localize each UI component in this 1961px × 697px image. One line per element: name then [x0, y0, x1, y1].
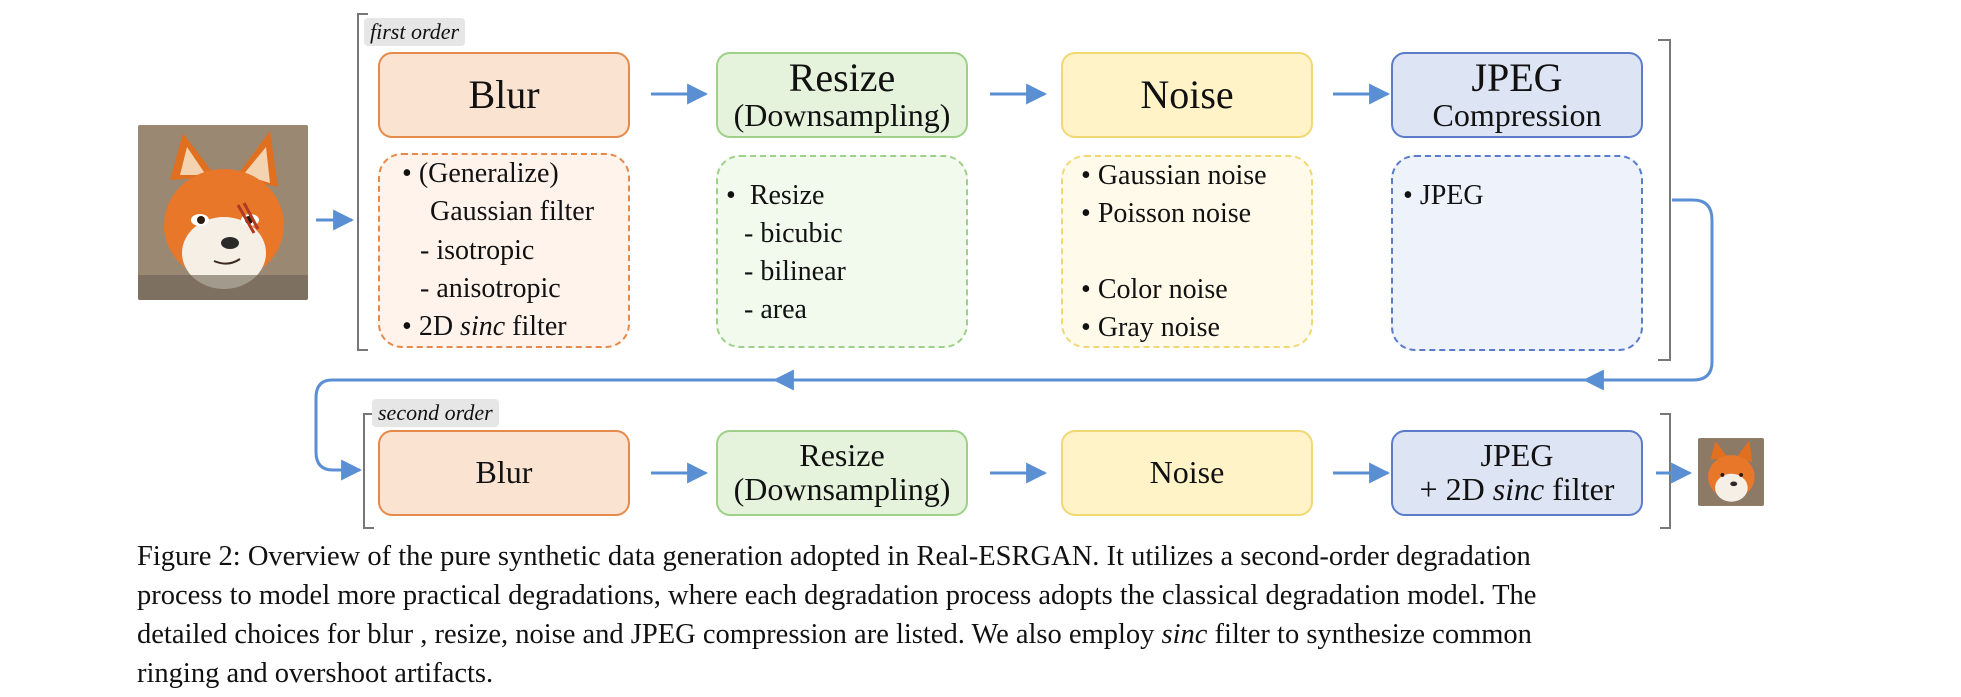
first-order-resize-block: Resize (Downsampling) — [716, 52, 968, 138]
option-line: - bilinear — [744, 256, 846, 287]
resize-options: • Resize - bicubic - bilinear - area — [716, 155, 968, 348]
option-line: • Color noise — [1081, 274, 1228, 305]
caption-line-1: Figure 2: Overview of the pure synthetic… — [137, 541, 1531, 572]
first-order-blur-block: Blur — [378, 52, 630, 138]
option-line: - bicubic — [744, 218, 843, 249]
block-title: Blur — [475, 454, 533, 491]
fox-portrait-small-icon — [1698, 438, 1764, 506]
block-subtitle: (Downsampling) — [733, 471, 951, 507]
figure-caption: Figure 2: Overview of the pure synthetic… — [137, 537, 1536, 693]
option-line: • Poisson noise — [1081, 198, 1252, 229]
caption-line-3: detailed choices for blur , resize, nois… — [137, 619, 1532, 650]
option-line: • Gray noise — [1081, 312, 1220, 343]
first-order-tag: first order — [364, 18, 466, 46]
block-subtitle: Compression — [1432, 97, 1602, 134]
blur-options: • (Generalize) Gaussian filter - isotrop… — [378, 153, 630, 348]
second-order-bracket-right — [1660, 413, 1671, 529]
jpeg-options: • JPEG — [1391, 155, 1643, 351]
second-order-bracket-left — [363, 413, 374, 529]
block-title: Blur — [468, 72, 540, 117]
option-line: • Resize — [726, 180, 825, 211]
option-line: - area — [744, 294, 807, 325]
caption-line-2: process to model more practical degradat… — [137, 580, 1537, 611]
option-line: • Gaussian noise — [1081, 160, 1267, 191]
second-order-noise-block: Noise — [1061, 430, 1313, 516]
block-title: JPEG — [1471, 55, 1563, 101]
input-image — [138, 125, 308, 300]
block-title: JPEG — [1480, 437, 1554, 474]
first-order-bracket-right — [1658, 39, 1671, 361]
block-title: Resize — [799, 437, 885, 474]
option-line: - anisotropic — [420, 273, 561, 304]
block-title: Resize — [788, 55, 896, 101]
second-order-resize-block: Resize (Downsampling) — [716, 430, 968, 516]
block-subtitle: + 2D sinc filter — [1419, 471, 1615, 507]
option-line: • (Generalize) — [402, 158, 559, 189]
option-line: - isotropic — [420, 235, 535, 266]
second-order-blur-block: Blur — [378, 430, 630, 516]
first-order-jpeg-block: JPEG Compression — [1391, 52, 1643, 138]
caption-line-4: ringing and overshoot artifacts. — [137, 658, 494, 689]
first-order-bracket-left — [357, 13, 368, 351]
second-order-tag: second order — [372, 399, 499, 427]
fox-portrait-icon — [138, 125, 308, 300]
option-line: Gaussian filter — [430, 196, 595, 227]
block-subtitle: (Downsampling) — [733, 97, 951, 134]
first-order-noise-block: Noise — [1061, 52, 1313, 138]
block-title: Noise — [1149, 454, 1225, 491]
noise-options: • Gaussian noise • Poisson noise • Color… — [1061, 155, 1313, 348]
block-title: Noise — [1140, 72, 1234, 117]
second-order-jpeg-block: JPEG + 2D sinc filter — [1391, 430, 1643, 516]
output-image — [1698, 438, 1764, 506]
option-line: • JPEG — [1403, 180, 1484, 211]
option-line: • 2D sinc filter — [402, 311, 567, 342]
